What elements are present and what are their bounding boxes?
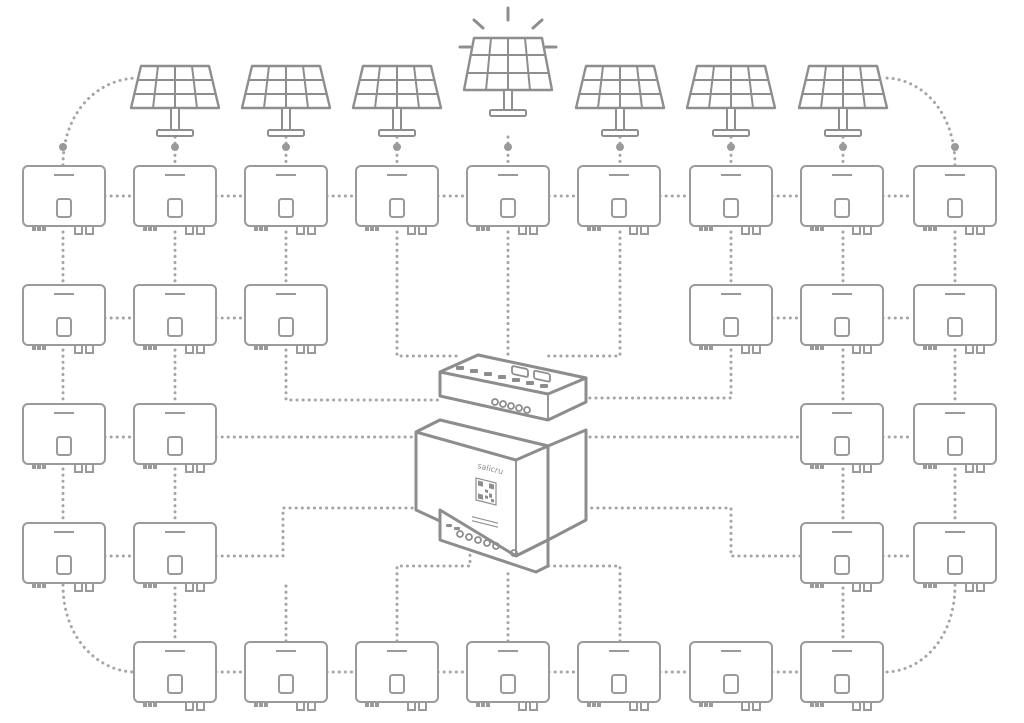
inverter-icon (689, 165, 773, 235)
inverter-icon (22, 522, 106, 592)
inverter-icon (22, 403, 106, 473)
inverter-icon (800, 522, 884, 592)
top-screws (491, 398, 531, 414)
inverter-icon (133, 522, 217, 592)
top-terminals (456, 366, 548, 388)
connection-nodes (59, 143, 959, 151)
solar-panel-icon (797, 64, 889, 138)
solar-panel-icon (129, 64, 221, 138)
inverter-icon (913, 403, 997, 473)
solar-panel-icon (462, 36, 554, 118)
solar-panel-icon (685, 64, 777, 138)
inverter-icon (913, 165, 997, 235)
solar-panel-icon (351, 64, 443, 138)
solar-panel-icon (574, 64, 666, 138)
inverter-icon (913, 522, 997, 592)
inverter-icon (800, 641, 884, 711)
inverter-icon (355, 165, 439, 235)
solar-panels (129, 36, 889, 138)
label-lines (472, 516, 498, 528)
inverter-icon (133, 284, 217, 354)
inverter-icon (244, 165, 328, 235)
inverter-icon (133, 403, 217, 473)
energy-meter-device: salicru (414, 353, 588, 574)
sun-rays-icon (458, 6, 558, 49)
inverter-icon (913, 284, 997, 354)
inverter-icon (244, 284, 328, 354)
inverter-icon (689, 641, 773, 711)
solar-panel-icon (240, 64, 332, 138)
inverter-icon (800, 284, 884, 354)
qr-code-icon (475, 477, 497, 506)
inverter-icon (577, 641, 661, 711)
inverter-icon (689, 284, 773, 354)
inverter-icon (133, 641, 217, 711)
inverter-icon (800, 403, 884, 473)
bottom-screws (456, 530, 518, 557)
connection-links (61, 76, 957, 674)
inverter-icon (22, 165, 106, 235)
inverter-icon (577, 165, 661, 235)
inverter-icon (244, 641, 328, 711)
inverter-icon (466, 165, 550, 235)
inverter-icon (133, 165, 217, 235)
bottom-terminals (446, 524, 460, 530)
inverter-icon (466, 641, 550, 711)
inverter-icon (800, 165, 884, 235)
inverter-icon (22, 284, 106, 354)
inverter-icon (355, 641, 439, 711)
